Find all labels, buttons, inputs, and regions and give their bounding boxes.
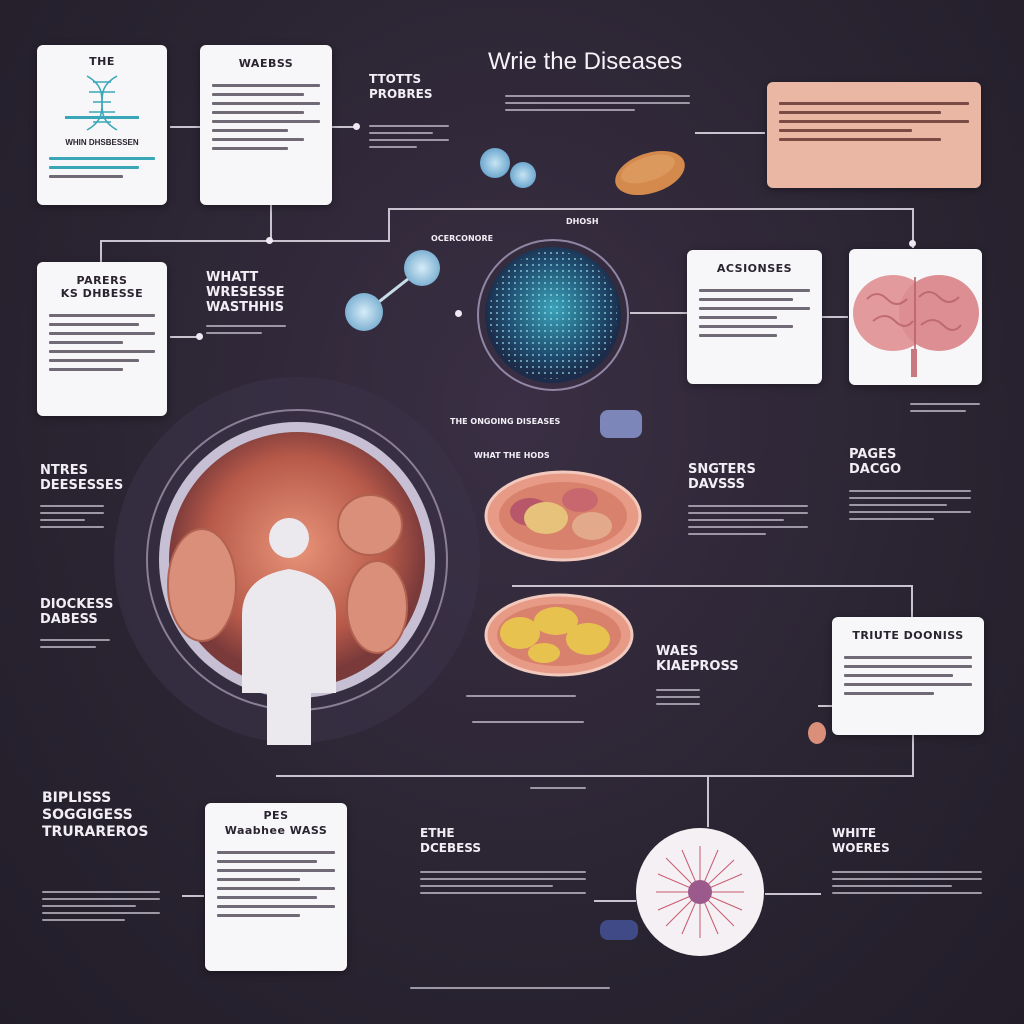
card-subtitle: WHIN DHSBESSEN [65,138,139,147]
callout-mid: WHAT THE HODS [474,451,550,460]
molecule-icon [480,148,536,188]
page-title: Wrie the Diseases [488,48,683,75]
card-title: ACSIONSES [716,262,793,275]
pill-capsule-icon [600,410,642,438]
connector [388,208,913,210]
connector [170,126,200,128]
connector [388,208,390,242]
connector [822,316,848,318]
cell-sphere-icon [477,239,629,391]
info-card-triute: TRIUTE DOONISS [832,617,984,735]
text-lines [530,782,586,794]
connector [818,705,832,707]
text-lines [40,634,110,653]
connector [276,775,913,777]
brain-image-card [849,249,982,385]
label-diseases: DIOCKESS DABESS [40,597,114,627]
connector [695,132,765,134]
dna-helix-icon [65,75,139,131]
connector [512,585,912,587]
label-ethe: ETHE DCEBESS [420,826,482,855]
intro-text-lines [505,90,690,116]
info-card-waebss: WAEBSS [200,45,332,205]
label-paes: PAGES DACGO [849,447,902,477]
text-lines [369,120,449,153]
connector [182,895,204,897]
text-lines [472,716,584,728]
tissue-cross-section-icon [484,470,642,562]
footer-text-line [410,982,610,994]
connector [170,336,200,338]
info-card-acsionses: ACSIONSES [687,250,822,384]
card-pretitle: PES [263,809,289,822]
text-lines [40,500,104,533]
text-lines [688,500,808,540]
text-lines [832,866,982,899]
card-title: TRIUTE DOONISS [852,629,964,642]
label-ntres: NTRES DEESESSES [40,463,124,493]
info-card-salmon [767,82,981,188]
label-white: WHITE WOERES [832,826,890,855]
cell-bead-icon [808,722,826,744]
callout-top: DHOSH [566,217,599,226]
connector [100,240,390,242]
connector [594,900,636,902]
cell-burst-icon [636,828,764,956]
connector [912,208,914,248]
card-title: THE [89,55,115,68]
connector [707,777,709,827]
connector [332,126,357,128]
text-lines [42,886,160,926]
connector-dot [455,310,462,317]
connector-dot [266,237,273,244]
connector-dot [196,333,203,340]
callout-virus: OCERCONORE [431,234,494,243]
connector [765,893,821,895]
text-lines [849,485,971,525]
body-scan-circle [114,377,480,745]
connector [911,585,913,617]
label-bottom-left: BIPLISSS SOGGIGESS TRURAREROS [42,790,149,840]
text-lines [910,398,980,417]
label-waes: WAES KIAEPROSS [656,644,739,674]
connector [100,240,102,262]
capsule-icon [600,920,638,940]
connector [270,205,272,243]
molecule-icon [345,250,440,331]
organ-bean-icon [615,150,685,196]
card-title: PARERS KS DHBESSE [60,274,144,300]
card-title: WAEBSS [238,57,294,70]
info-card-the: THE WHIN DHSBESSEN [37,45,167,205]
text-lines [420,866,586,899]
text-lines [466,690,576,702]
info-card-waabhee: PES Waabhee WASS [205,803,347,971]
text-lines [206,320,286,339]
card-title: Waabhee WASS [224,824,328,837]
tissue-cross-section-icon [484,593,634,677]
label-top-pair: TTOTTS PROBRES [369,72,433,101]
label-sngters: SNGTERS DAVSSS [688,462,756,492]
callout-pill: THE ONGOING DISEASES [450,417,561,426]
connector-dot [353,123,360,130]
connector [912,735,914,777]
text-lines [656,684,700,710]
connector-dot [909,240,916,247]
info-card-parers: PARERS KS DHBESSE [37,262,167,416]
connector [630,312,687,314]
brain-icon [853,275,979,377]
label-what: WHATT WRESESSE WASTHHIS [206,270,285,315]
